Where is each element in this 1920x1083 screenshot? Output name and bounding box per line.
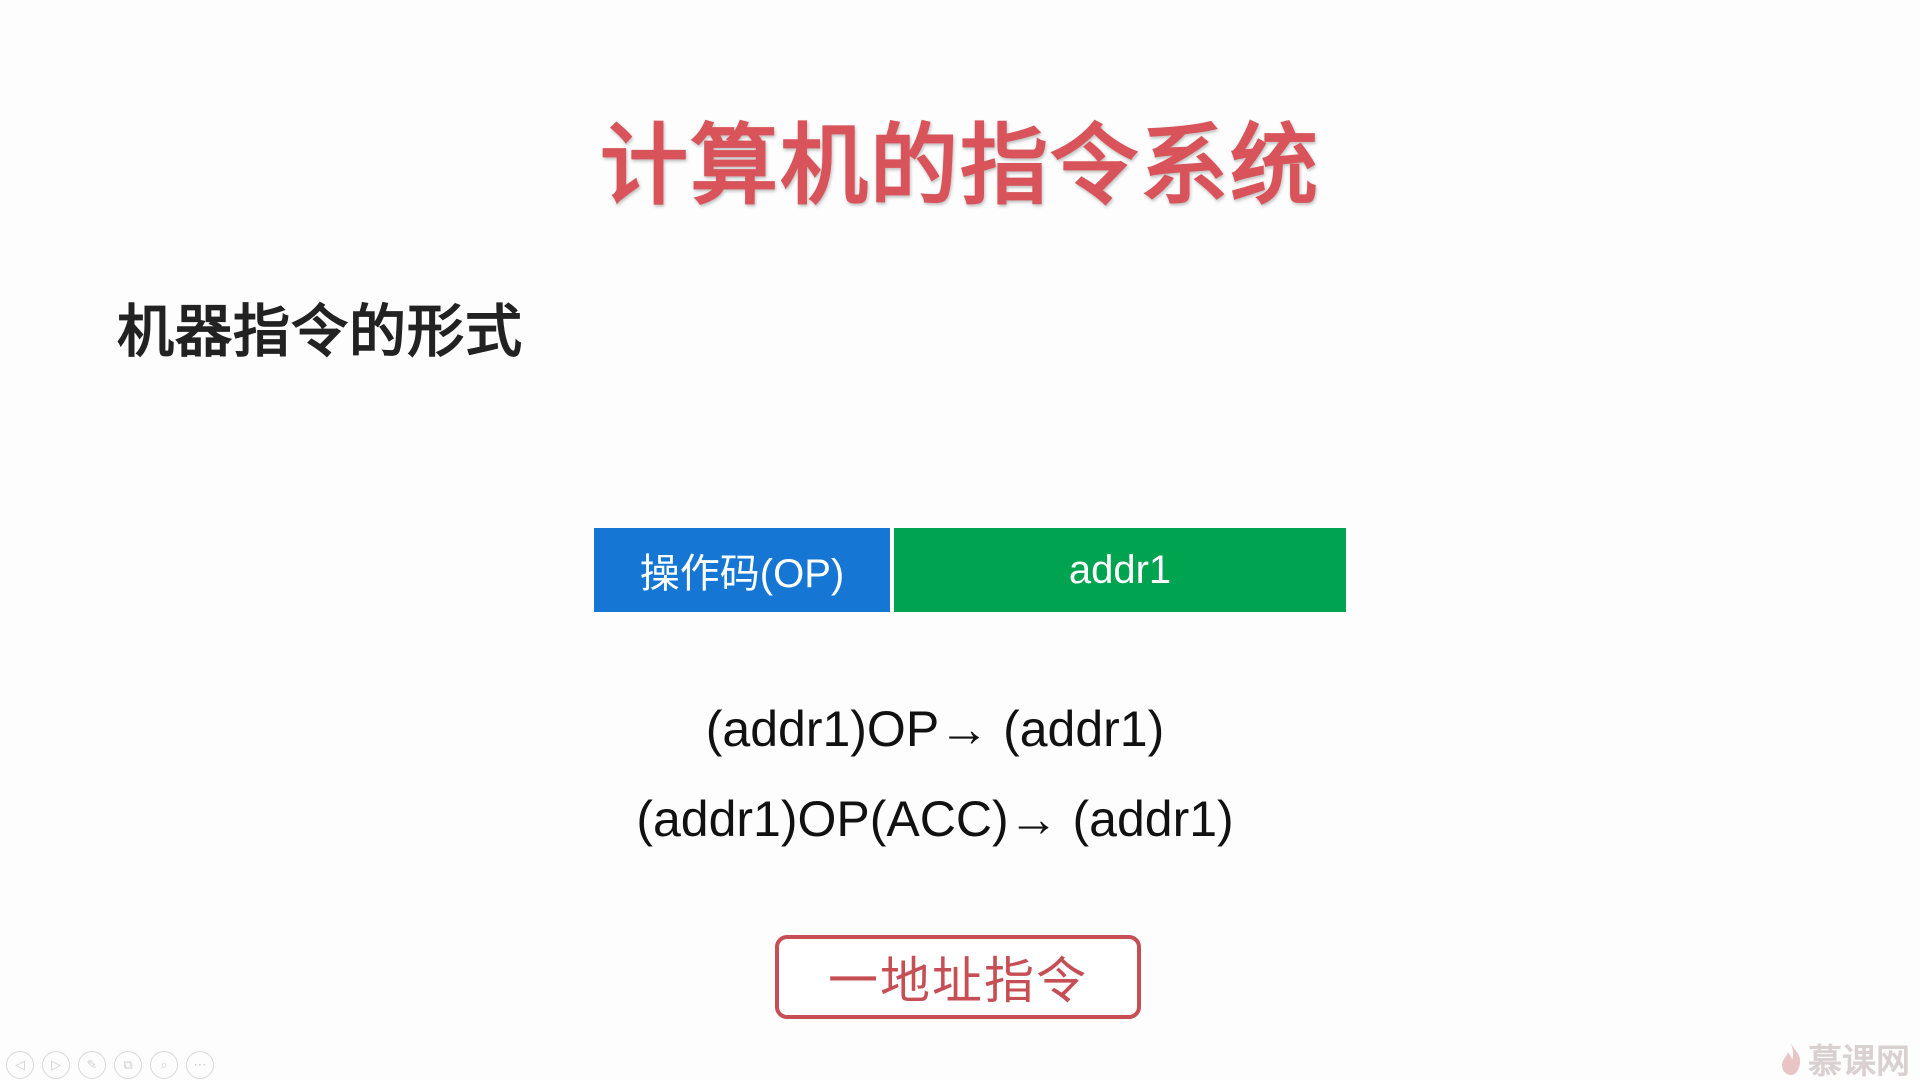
slides-grid-glyph: ⧉	[123, 1057, 133, 1073]
slide-title: 计算机的指令系统	[599, 114, 1320, 217]
pen-icon[interactable]: ✎	[78, 1051, 106, 1079]
address-field: addr1	[894, 528, 1346, 612]
section-heading: 机器指令的形式	[117, 299, 523, 365]
instruction-type-label: 一地址指令	[775, 935, 1141, 1019]
opcode-field: 操作码(OP)	[594, 528, 890, 612]
slideshow-toolbar: ◁ ▷ ✎ ⧉ ⌕ ⋯	[6, 1051, 214, 1079]
previous-glyph: ◁	[15, 1057, 25, 1073]
more-icon[interactable]: ⋯	[186, 1051, 214, 1079]
watermark-text: 慕课网	[1808, 1042, 1910, 1082]
next-icon[interactable]: ▷	[42, 1051, 70, 1079]
pen-glyph: ✎	[86, 1057, 98, 1073]
expression-1: (addr1)OP→ (addr1)	[705, 701, 1165, 757]
previous-icon[interactable]: ◁	[6, 1051, 34, 1079]
expression-2: (addr1)OP(ACC)→ (addr1)	[636, 791, 1234, 847]
watermark: 慕课网	[1778, 1034, 1910, 1083]
zoom-glyph: ⌕	[160, 1057, 168, 1073]
instruction-format-diagram: 操作码(OP) addr1	[594, 528, 1346, 612]
zoom-icon[interactable]: ⌕	[150, 1051, 178, 1079]
more-glyph: ⋯	[193, 1057, 207, 1073]
next-glyph: ▷	[51, 1057, 61, 1073]
flame-icon	[1782, 1042, 1801, 1075]
slides-grid-icon[interactable]: ⧉	[114, 1051, 142, 1079]
